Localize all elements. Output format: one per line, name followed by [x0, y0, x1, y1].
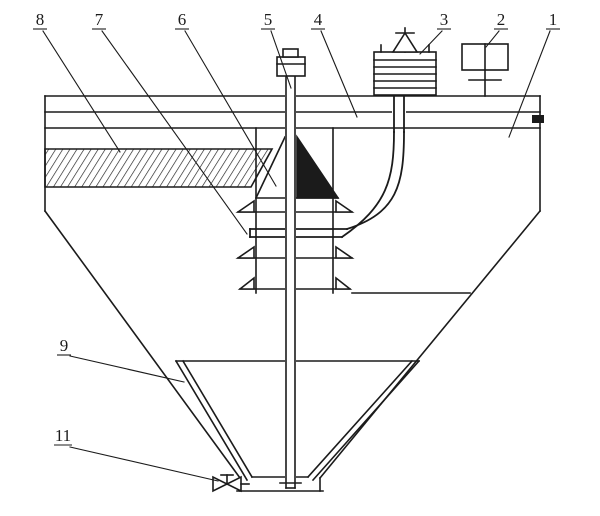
discharge-valve: [212, 474, 250, 493]
deck-edge-mark: [532, 115, 544, 123]
callout-label-11: 11: [55, 426, 71, 445]
drive-motor: [373, 27, 437, 96]
leader-lines: [42, 30, 551, 482]
right-cone-wall: [318, 209, 542, 480]
leader-4: [320, 30, 358, 118]
feedwell: [235, 127, 471, 294]
callout-label-1: 1: [549, 10, 558, 29]
leader-1: [508, 30, 551, 138]
leader-6: [184, 30, 277, 187]
deflector-cone: [296, 134, 340, 199]
callout-label-4: 4: [314, 10, 323, 29]
callout-label-5: 5: [264, 10, 273, 29]
leader-3: [419, 30, 443, 55]
callout-label-3: 3: [440, 10, 449, 29]
left-cone-wall: [43, 209, 242, 480]
callout-labels: 8 7 6 5 4 3 2 1 9 11: [33, 10, 560, 446]
dosing-unit: [461, 43, 509, 97]
inner-cone: [174, 359, 421, 482]
central-shaft: [276, 48, 306, 489]
leader-2: [485, 30, 500, 48]
hatched-screen: [44, 148, 274, 188]
feed-pipe: [249, 94, 406, 239]
bearing-cap: [282, 48, 299, 58]
screen-panel: [44, 148, 274, 188]
motor-pulley: [391, 31, 419, 53]
drawing-root: [42, 27, 551, 493]
callout-label-9: 9: [60, 336, 69, 355]
callout-label-8: 8: [36, 10, 45, 29]
leader-8: [42, 30, 121, 153]
callout-label-6: 6: [178, 10, 187, 29]
callout-label-7: 7: [95, 10, 104, 29]
callout-underlines: [33, 28, 560, 446]
leader-11: [69, 446, 219, 482]
leader-7: [101, 30, 248, 235]
leader-9: [69, 355, 185, 383]
callout-label-2: 2: [497, 10, 506, 29]
leader-5: [270, 30, 292, 89]
